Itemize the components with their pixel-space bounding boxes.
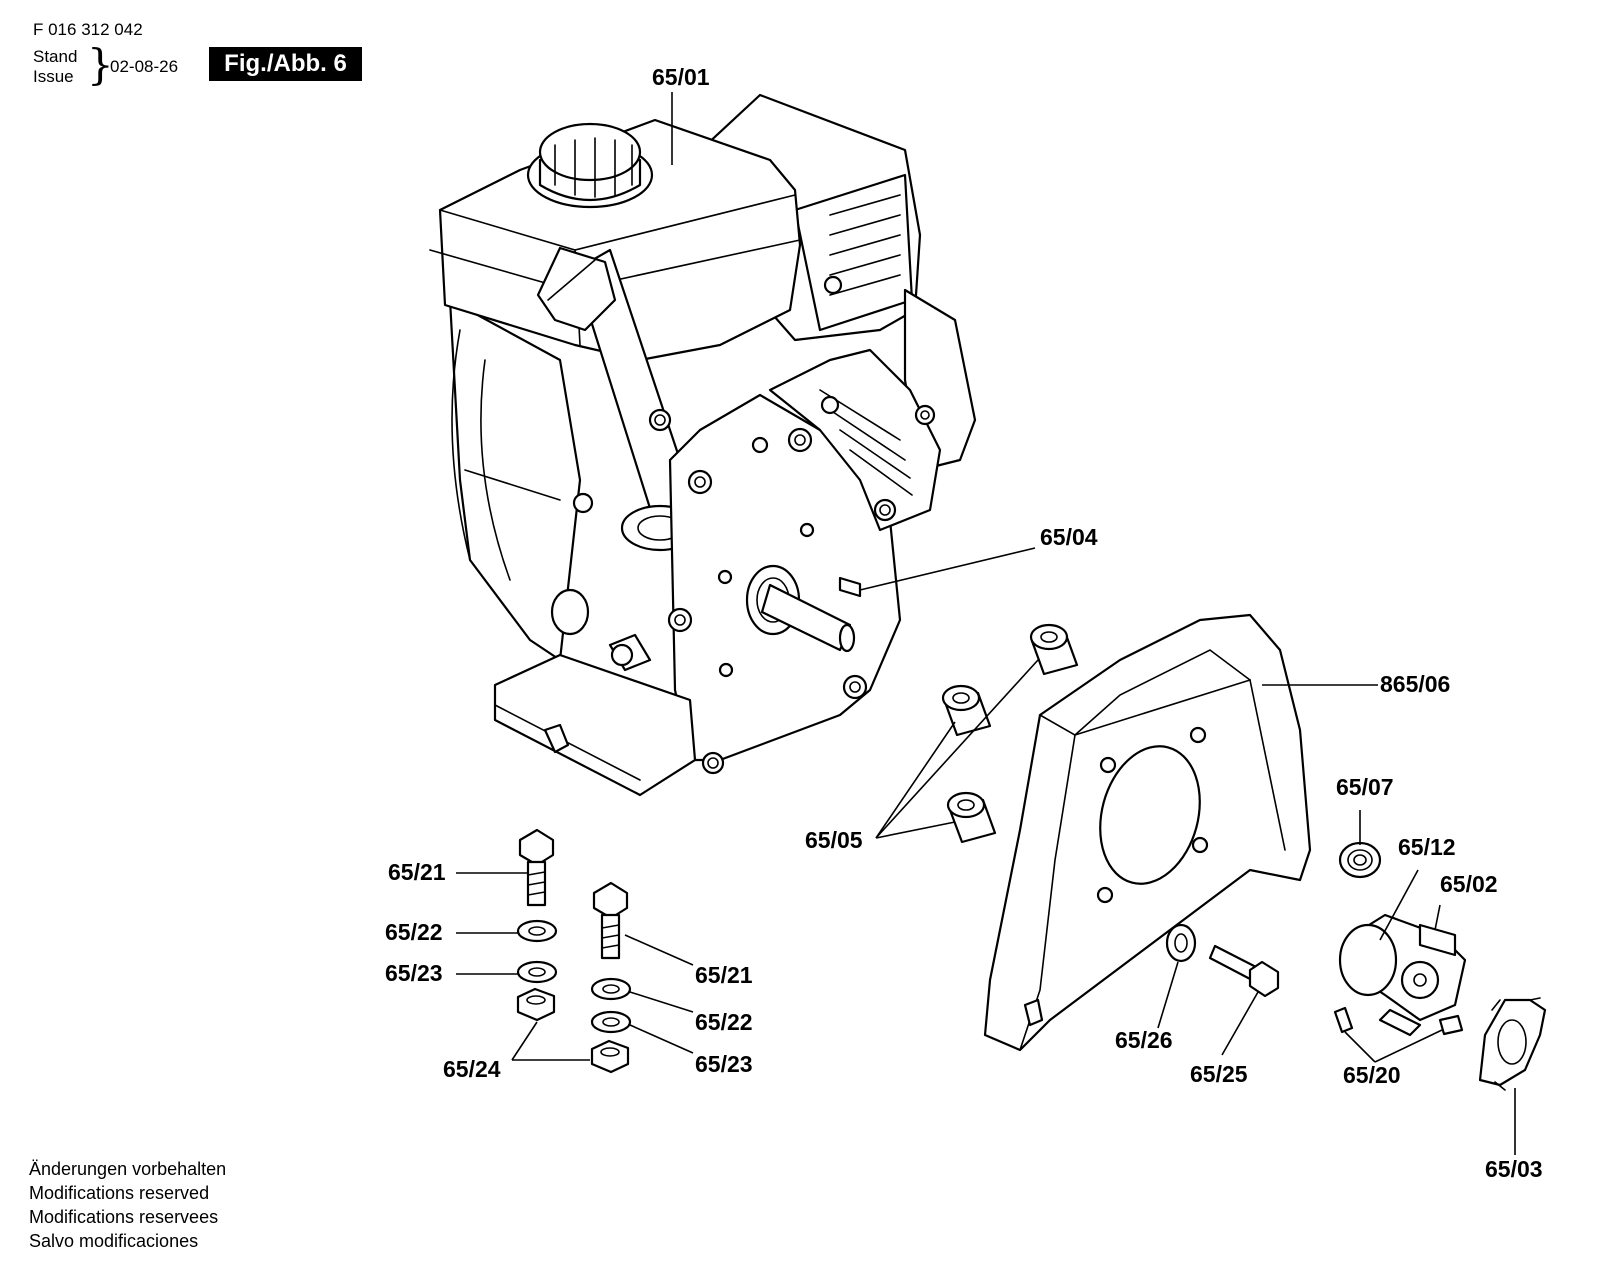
footer-line-fr: Modifications reservees — [29, 1207, 219, 1227]
callout-65-20: 65/20 — [1343, 1062, 1401, 1088]
guard-865-06 — [983, 613, 1312, 1052]
small-parts-right — [1165, 841, 1547, 1091]
callout-65-21-left: 65/21 — [388, 859, 446, 885]
callout-65-22-left: 65/22 — [385, 919, 443, 945]
callout-labels: 65/01 65/04 865/06 65/05 65/07 65/12 65/… — [385, 64, 1543, 1182]
callout-65-05: 65/05 — [805, 827, 863, 853]
footer-line-es: Salvo modificaciones — [29, 1231, 199, 1251]
callout-65-26: 65/26 — [1115, 1027, 1173, 1053]
issue-date: 02-08-26 — [110, 57, 179, 76]
stand-label: Stand — [33, 47, 78, 66]
callout-65-12: 65/12 — [1398, 834, 1456, 860]
brace-glyph: } — [87, 40, 114, 89]
gearcase-bolts — [572, 404, 936, 775]
callout-65-22-right: 65/22 — [695, 1009, 753, 1035]
callout-65-21-right: 65/21 — [695, 962, 753, 988]
engine-assembly — [429, 93, 977, 797]
leader-lines — [456, 92, 1516, 1155]
callout-65-23-right: 65/23 — [695, 1051, 753, 1077]
spacers-65-05 — [941, 623, 1079, 844]
callout-65-03: 65/03 — [1485, 1156, 1543, 1182]
callout-65-01: 65/01 — [652, 64, 710, 90]
fasteners-left — [516, 828, 632, 1074]
footer-line-en: Modifications reserved — [29, 1183, 210, 1203]
callout-65-04: 65/04 — [1040, 524, 1098, 550]
issue-label: Issue — [33, 67, 74, 86]
stand-issue-labels: Stand Issue — [33, 47, 77, 87]
document-number: F 016 312 042 — [33, 20, 143, 39]
callout-65-24: 65/24 — [443, 1056, 501, 1082]
callout-865-06: 865/06 — [1380, 671, 1450, 697]
callout-65-02: 65/02 — [1440, 871, 1498, 897]
figure-badge: Fig./Abb. 6 — [209, 47, 362, 81]
callout-65-23-left: 65/23 — [385, 960, 443, 986]
callout-65-07: 65/07 — [1336, 774, 1394, 800]
key-65-04 — [838, 576, 862, 598]
footer-disclaimer: Änderungen vorbehalten Modifications res… — [29, 1157, 226, 1253]
footer-line-de: Änderungen vorbehalten — [29, 1159, 227, 1179]
callout-65-25: 65/25 — [1190, 1061, 1248, 1087]
